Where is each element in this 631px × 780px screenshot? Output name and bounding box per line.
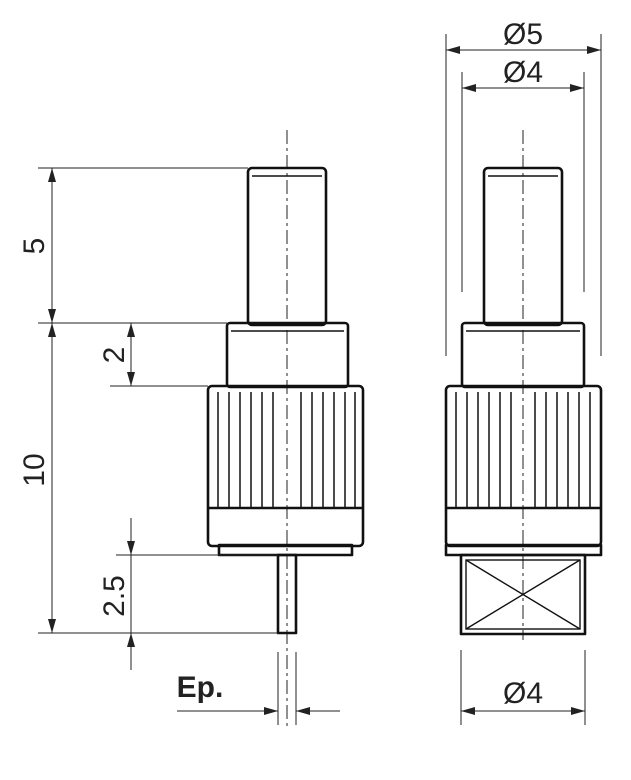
side-tip	[246, 166, 328, 327]
front-square-base	[459, 553, 587, 636]
dimension-label-base-diameter: Ø4	[503, 677, 543, 710]
side-knurled-nut	[206, 384, 365, 548]
dimension-label-nut-step: 2	[98, 347, 131, 364]
dimension-label-tip-diameter: Ø4	[503, 56, 543, 89]
side-knurl-lines	[217, 392, 356, 508]
front-view	[444, 130, 603, 640]
front-tip	[482, 166, 564, 327]
dimension-label-body-length: 10	[18, 453, 51, 486]
dimension-label-pin-length: 2.5	[98, 575, 131, 617]
dimension-label-tip-length: 5	[18, 238, 51, 255]
dimension-label-outer-diameter: Ø5	[503, 18, 543, 51]
side-dimensions	[38, 167, 340, 725]
front-square-base-inner	[465, 559, 581, 630]
dimension-label-thickness: Ep.	[177, 671, 224, 704]
side-view	[206, 130, 365, 730]
front-dimensions	[445, 34, 602, 725]
side-pin	[276, 553, 298, 635]
front-knurl-lines	[455, 392, 591, 508]
front-base-cross-b	[465, 559, 581, 630]
